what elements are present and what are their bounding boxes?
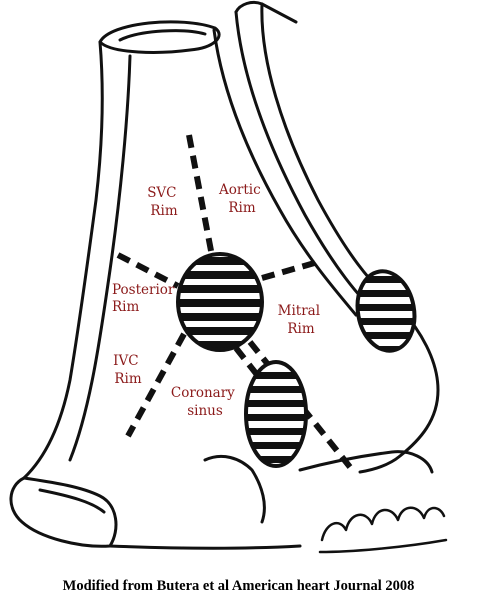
mitral-orifice bbox=[351, 269, 421, 353]
aortic-rim-label: Aortic Rim bbox=[218, 182, 265, 216]
heart-septum-drawing: SVC Rim Aortic Rim Posterior Rim Mitral … bbox=[9, 0, 448, 554]
bottom-contour bbox=[108, 544, 302, 550]
mitral-rim-line bbox=[261, 259, 319, 281]
septal-defect bbox=[176, 252, 264, 352]
svc-left-wall bbox=[22, 40, 104, 480]
posterior-rim-label: Posterior Rim bbox=[112, 282, 179, 315]
coronary-rim-line bbox=[233, 346, 261, 378]
inner-wall-line bbox=[68, 54, 132, 462]
svc-right-wall bbox=[212, 28, 358, 317]
mitral-scallops bbox=[320, 506, 446, 542]
aorta-top-line bbox=[260, 2, 298, 24]
lower-fold bbox=[203, 454, 266, 524]
valve-fold bbox=[298, 450, 434, 474]
coronary-sinus-label: Coronary sinus bbox=[171, 385, 239, 419]
aorta-left-wall bbox=[234, 10, 382, 317]
aorta-right-wall bbox=[260, 2, 402, 310]
ivc-cuff bbox=[9, 476, 118, 548]
right-outer-contour bbox=[358, 306, 440, 474]
ivc-cuff-inner bbox=[38, 488, 106, 514]
coronary-sinus-opening bbox=[244, 360, 308, 468]
ivc-rim-line bbox=[125, 332, 187, 438]
svc-opening-inner bbox=[118, 29, 207, 42]
ivc-rim-label: IVC Rim bbox=[113, 353, 143, 387]
rim-labels: SVC Rim Aortic Rim Posterior Rim Mitral … bbox=[112, 182, 325, 419]
figure-caption: Modified from Butera et al American hear… bbox=[62, 578, 415, 594]
mitral-rim-label: Mitral Rim bbox=[278, 303, 325, 337]
svc-opening bbox=[98, 20, 221, 54]
svc-rim-line bbox=[186, 134, 215, 257]
svc-rim-label: SVC Rim bbox=[147, 185, 181, 219]
aorta-cap bbox=[234, 0, 264, 14]
posterior-rim-line bbox=[116, 252, 180, 289]
